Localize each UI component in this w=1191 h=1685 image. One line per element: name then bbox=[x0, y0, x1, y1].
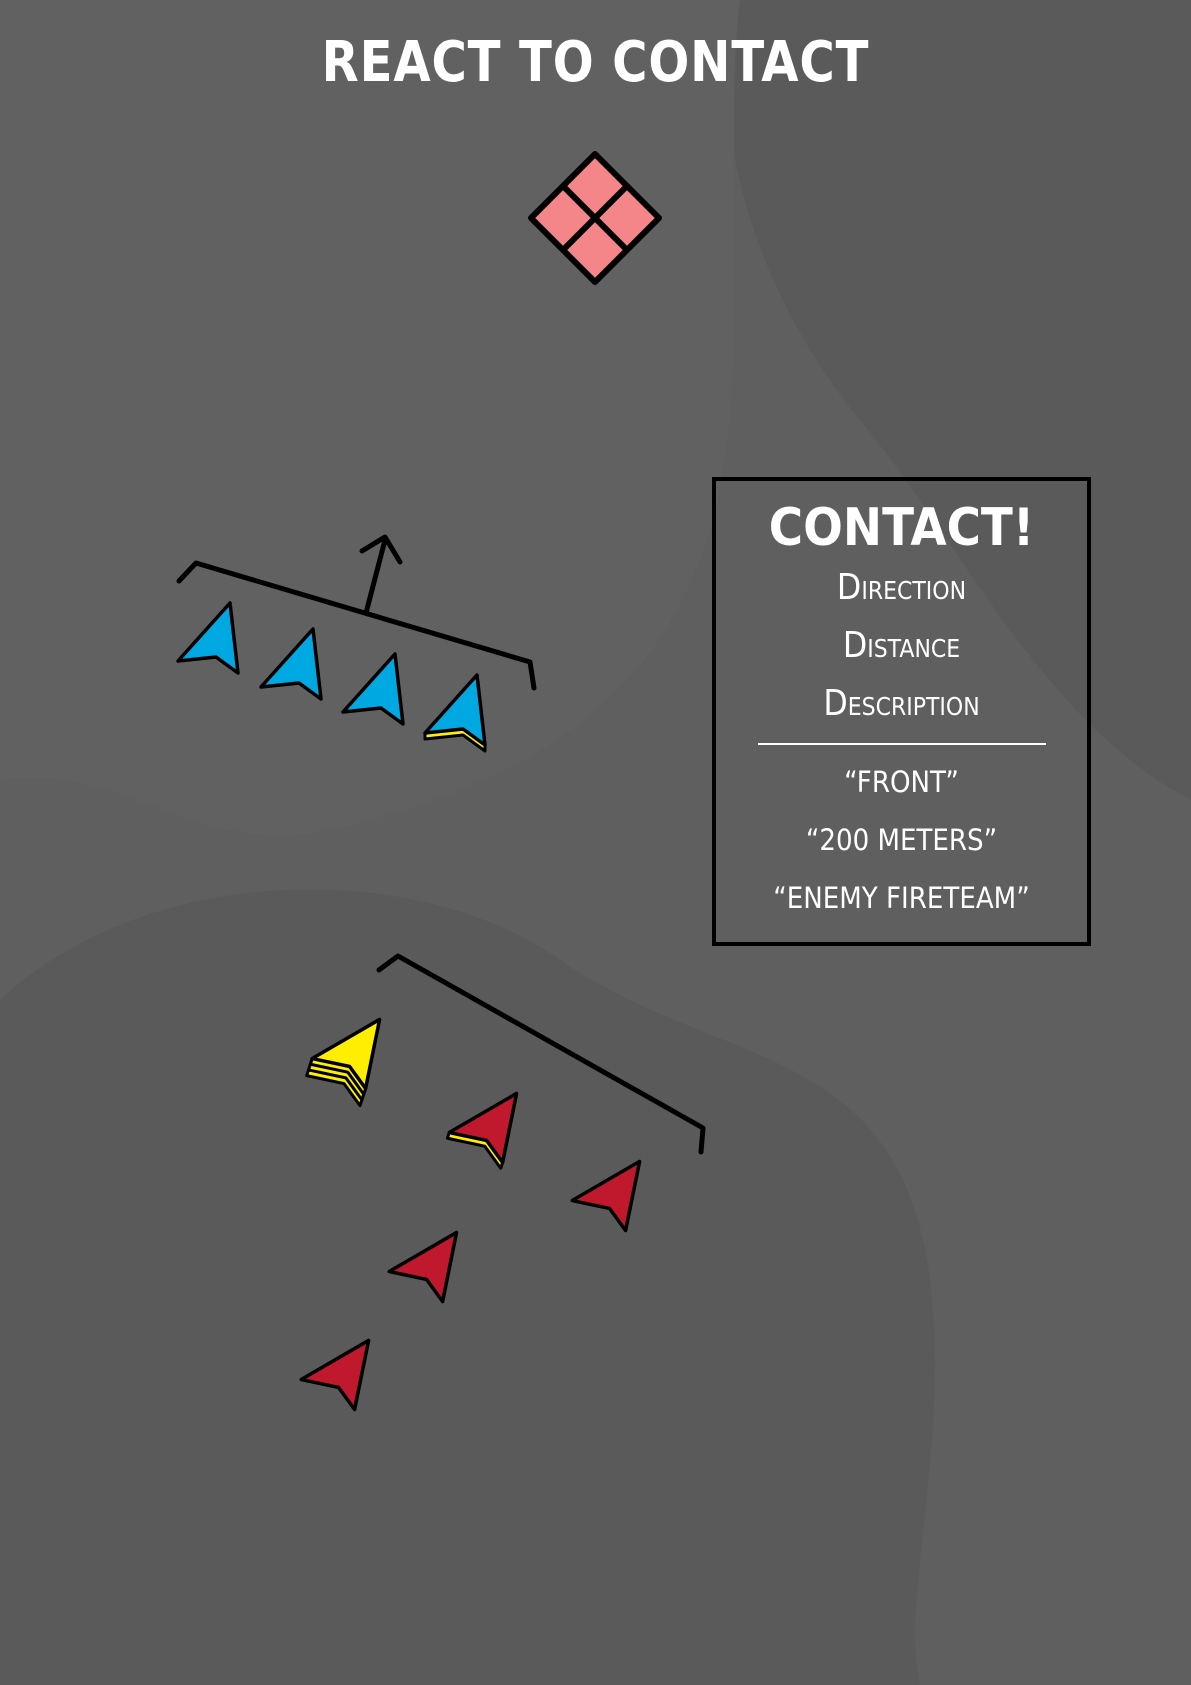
red-fireteam-bracket bbox=[376, 953, 706, 1155]
soldier-chevron-body bbox=[259, 627, 323, 701]
page-title: REACT TO CONTACT bbox=[321, 30, 870, 95]
soldier-chevron-body bbox=[423, 673, 487, 747]
squad-leader-icon bbox=[305, 1017, 382, 1108]
background-band-right bbox=[727, 0, 1191, 800]
soldier-chevron-body bbox=[299, 1338, 371, 1412]
panel-heading: CONTACT! bbox=[768, 498, 1035, 558]
step-distance: Distance bbox=[842, 625, 961, 666]
blue-soldier-icon bbox=[259, 627, 323, 701]
step-direction: Direction bbox=[836, 567, 967, 608]
soldier-chevron-body bbox=[387, 1230, 459, 1304]
report-description: “ENEMY FIRETEAM” bbox=[773, 881, 1030, 915]
red-soldier-icon bbox=[387, 1230, 459, 1304]
enemy-position-diamond-icon bbox=[528, 151, 662, 285]
blue-team-leader-icon bbox=[423, 673, 487, 753]
red-bracket-line bbox=[376, 953, 706, 1155]
contact-report-panel: CONTACT! Direction Distance Description … bbox=[712, 477, 1091, 946]
red-team-leader-icon bbox=[445, 1091, 519, 1170]
report-direction: “FRONT” bbox=[844, 765, 959, 799]
soldier-chevron-body bbox=[310, 1017, 382, 1091]
red-soldier-icon bbox=[299, 1338, 371, 1412]
soldier-chevron-body bbox=[447, 1091, 519, 1165]
background-band-lower bbox=[0, 889, 935, 1685]
red-soldier-icon bbox=[570, 1159, 642, 1233]
blue-soldier-icon bbox=[176, 601, 240, 675]
soldier-chevron-body bbox=[341, 652, 405, 726]
soldier-chevron-body bbox=[176, 601, 240, 675]
blue-soldier-icon bbox=[341, 652, 405, 726]
enemy-diamond-divider bbox=[560, 183, 630, 253]
step-description: Description bbox=[823, 683, 980, 724]
blue-fireteam-bracket bbox=[176, 534, 537, 691]
soldier-symbols bbox=[176, 601, 642, 1412]
panel-divider bbox=[757, 743, 1046, 745]
soldier-chevron-body bbox=[570, 1159, 642, 1233]
report-distance: “200 METERS” bbox=[805, 823, 998, 857]
direction-arrow-icon bbox=[359, 534, 403, 565]
blue-bracket-line bbox=[176, 560, 537, 691]
direction-arrow-shaft bbox=[363, 537, 388, 616]
